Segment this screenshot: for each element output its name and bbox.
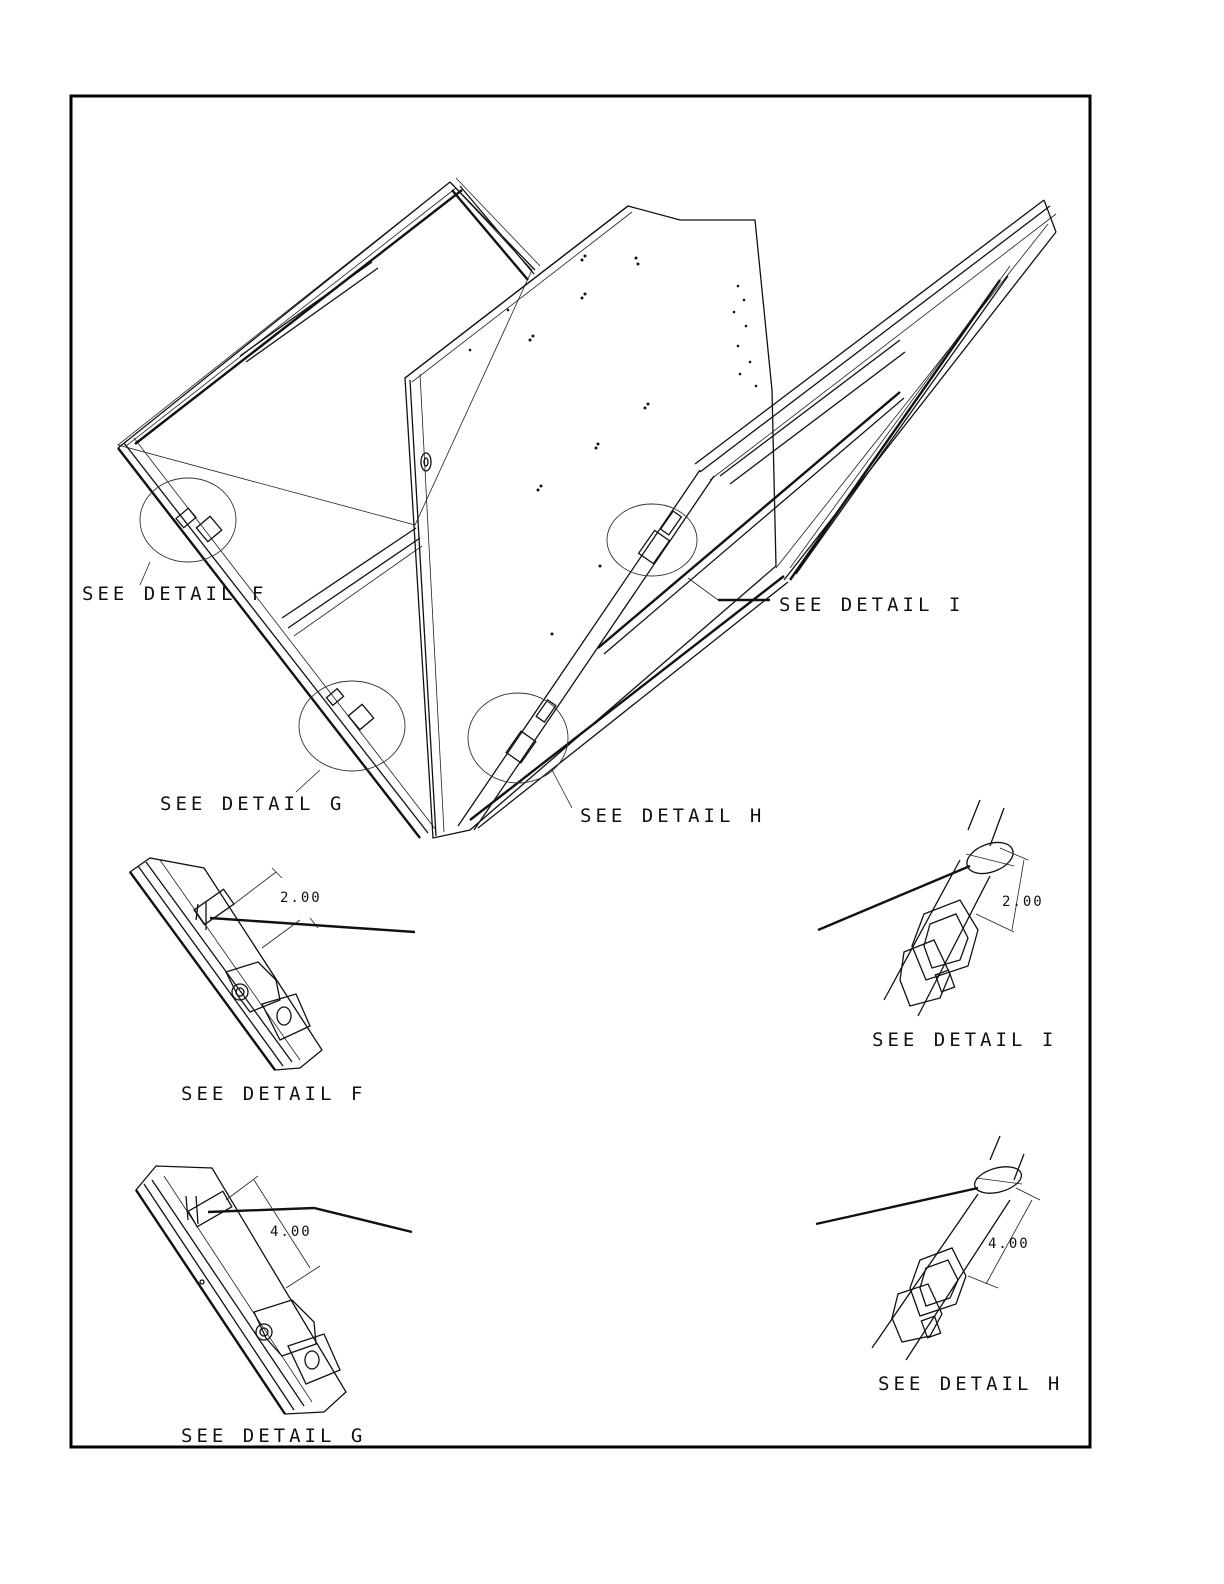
detail-title-g: SEE DETAIL G	[181, 1425, 366, 1447]
callout-see-detail-i: SEE DETAIL I	[779, 594, 964, 616]
detail-title-f: SEE DETAIL F	[181, 1083, 366, 1105]
detail-view-g: 4.00 SEE DETAIL G	[136, 1166, 412, 1447]
detail-view-i: 2.00 SEE DETAIL I	[818, 800, 1057, 1051]
center-panel	[405, 206, 776, 838]
rack-gear-left	[452, 186, 534, 280]
drawing-border	[71, 96, 1090, 1447]
overview-assembly: SEE DETAIL F SEE DETAIL G SEE DETAIL H S…	[82, 178, 1056, 838]
dimension-i: 2.00	[1002, 894, 1044, 910]
callout-see-detail-h: SEE DETAIL H	[580, 805, 765, 827]
detail-circle-f	[140, 478, 236, 562]
detail-title-h: SEE DETAIL H	[878, 1373, 1063, 1395]
callout-see-detail-g: SEE DETAIL G	[160, 793, 345, 815]
rack-gear-right	[790, 266, 1010, 580]
detail-view-f: 2.00 SEE DETAIL F	[130, 858, 415, 1105]
panel-fastener-dots	[469, 255, 758, 636]
dimension-f: 2.00	[280, 890, 322, 906]
detail-circle-g	[299, 681, 405, 771]
dimension-h: 4.00	[988, 1236, 1030, 1252]
detail-view-h: 4.00 SEE DETAIL H	[816, 1136, 1063, 1395]
dimension-g: 4.00	[270, 1224, 312, 1240]
detail-title-i: SEE DETAIL I	[872, 1029, 1057, 1051]
left-frame	[118, 178, 540, 838]
callout-see-detail-f: SEE DETAIL F	[82, 583, 267, 605]
right-frame	[458, 200, 1056, 830]
